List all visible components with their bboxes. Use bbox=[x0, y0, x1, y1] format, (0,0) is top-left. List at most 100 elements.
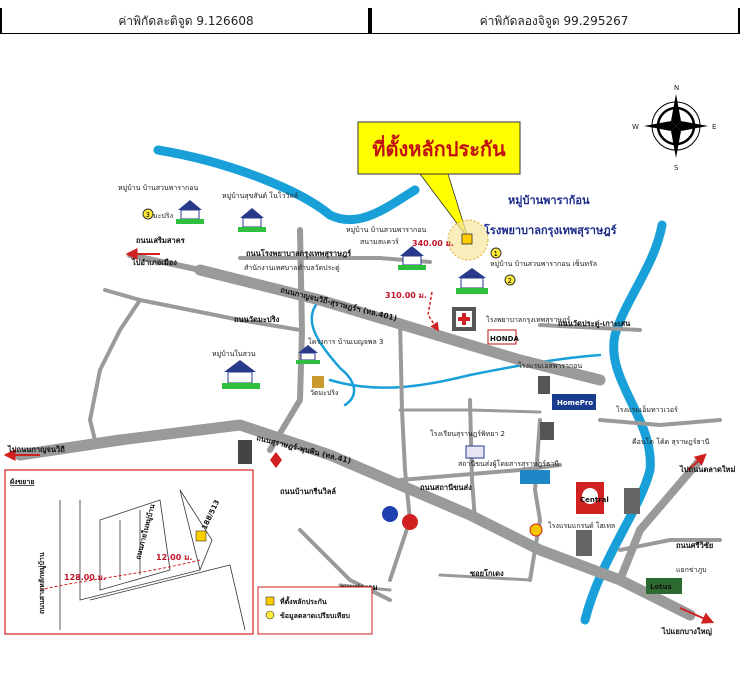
river-branch-2 bbox=[328, 353, 602, 389]
arrow-icon bbox=[687, 453, 707, 471]
building-icon bbox=[576, 530, 592, 556]
road-highway-41 bbox=[14, 419, 696, 621]
road-vertical-1 bbox=[267, 227, 305, 453]
svg-text:ถนนเสริมสาคร: ถนนเสริมสาคร bbox=[136, 236, 186, 245]
school-icon bbox=[465, 445, 485, 459]
honda-logo bbox=[487, 329, 517, 345]
inset-road-vertical: ถนนสายหลักหมู่บ้าน bbox=[37, 552, 47, 614]
building-icon bbox=[538, 376, 550, 394]
shell-logo bbox=[529, 523, 543, 537]
svg-text:ถนนศรีวิชัย: ถนนศรีวิชัย bbox=[676, 541, 713, 550]
svg-text:หมู่บ้าน บ้านสวนพารากอน: หมู่บ้าน บ้านสวนพารากอน bbox=[346, 226, 426, 234]
house-icon bbox=[456, 268, 488, 294]
direction-arrows bbox=[3, 248, 715, 624]
svg-text:ถนนกาญจนวิถี-สุราษฎร์ฯ (ทล.401: ถนนกาญจนวิถี-สุราษฎร์ฯ (ทล.401) bbox=[280, 285, 398, 323]
svg-text:ถนนวัดมะปริง: ถนนวัดมะปริง bbox=[234, 315, 280, 324]
svg-text:ถนนโรงพยาบาลกรุงเทพสุราษฎร์: ถนนโรงพยาบาลกรุงเทพสุราษฎร์ bbox=[246, 248, 352, 258]
gas-station-icon bbox=[382, 506, 418, 530]
road-hospital bbox=[238, 256, 432, 264]
inset-dim-2: 12.00 ม. bbox=[156, 553, 192, 562]
lotus-logo bbox=[646, 578, 682, 594]
svg-text:โรงแรมเอสพารากอน: โรงแรมเอสพารากอน bbox=[518, 361, 582, 370]
svg-text:ไปแยกบางใหญ่: ไปแยกบางใหญ่ bbox=[661, 626, 713, 636]
comparison-markers: 3 1 2 bbox=[142, 208, 516, 286]
house-markers bbox=[176, 200, 488, 389]
legend-collateral: ที่ตั้งหลักประกัน bbox=[280, 595, 327, 606]
svg-text:1: 1 bbox=[494, 250, 498, 258]
collateral-callout: ที่ตั้งหลักประกัน bbox=[357, 121, 521, 239]
svg-text:ถนนวัดประดู่-เกาะเสน: ถนนวัดประดู่-เกาะเสน bbox=[558, 319, 631, 329]
road-east-1 bbox=[538, 323, 642, 332]
road-lower bbox=[438, 573, 532, 582]
inset-title: ผังขยาย bbox=[10, 478, 34, 486]
svg-text:คือนโด โค้ด สุราษฎร์ธานี: คือนโด โค้ด สุราษฎร์ธานี bbox=[632, 437, 710, 446]
house-icon bbox=[238, 208, 266, 232]
house-icon bbox=[176, 200, 204, 224]
mitsubishi-logo bbox=[270, 452, 282, 468]
bus-station-icon bbox=[520, 470, 550, 484]
svg-text:HONDA: HONDA bbox=[490, 335, 519, 343]
building-icon bbox=[238, 440, 252, 464]
poi-icons: HomePro bbox=[238, 307, 682, 594]
road-serm-sakorn bbox=[127, 252, 203, 273]
svg-text:หมู่บ้านในสวน: หมู่บ้านในสวน bbox=[212, 349, 256, 358]
svg-text:HomePro: HomePro bbox=[557, 399, 593, 407]
collateral-marker bbox=[461, 233, 473, 245]
road-network bbox=[14, 227, 722, 621]
house-icon bbox=[222, 360, 260, 389]
homepro-logo: HomePro bbox=[552, 394, 596, 410]
svg-text:ซอยโกเดง: ซอยโกเดง bbox=[470, 568, 504, 578]
legend-comparison: ข้อมูลตลาดเปรียบเทียบ bbox=[280, 611, 350, 621]
svg-text:หมู่บ้าน บ้านสวนพารากอน: หมู่บ้าน บ้านสวนพารากอน bbox=[118, 184, 198, 192]
longitude-cell: ค่าพิกัดลองจิจูด 99.295267 bbox=[368, 8, 740, 34]
svg-text:หมู่บ้านสุขสันต์ โนโววิลล์: หมู่บ้านสุขสันต์ โนโววิลล์ bbox=[222, 191, 298, 200]
road-to-market bbox=[616, 456, 704, 584]
compass-s: S bbox=[674, 164, 679, 172]
svg-text:โรงแรมเอ็มทาวเวอร์: โรงแรมเอ็มทาวเวอร์ bbox=[616, 405, 678, 414]
callout-text: ที่ตั้งหลักประกัน bbox=[372, 134, 506, 161]
house-icon bbox=[398, 246, 426, 270]
svg-text:Lotus: Lotus bbox=[650, 583, 672, 591]
building-icon bbox=[540, 422, 554, 440]
hospital-title: โรงพยาบาลกรุงเทพสุราษฎร์ bbox=[483, 223, 617, 238]
building-icon bbox=[624, 488, 640, 514]
road-vertical-2 bbox=[388, 318, 412, 582]
distance-route-line bbox=[427, 291, 439, 332]
house-icon bbox=[296, 345, 320, 364]
svg-text:Central: Central bbox=[580, 496, 609, 504]
central-logo bbox=[576, 482, 604, 514]
svg-text:โรงแรมแกรนด์ โฮเทล: โรงแรมแกรนด์ โฮเทล bbox=[548, 521, 615, 530]
svg-text:ถนนบ้านกรีนวิลล์: ถนนบ้านกรีนวิลล์ bbox=[280, 487, 336, 496]
latitude-cell: ค่าพิกัดละติจูด 9.126608 bbox=[0, 8, 372, 34]
svg-text:2: 2 bbox=[508, 277, 512, 285]
river-lines bbox=[153, 145, 667, 625]
svg-text:สถานีขนส่งผู้โดยสารสุราษฎร์ธาน: สถานีขนส่งผู้โดยสารสุราษฎร์ธานี bbox=[458, 459, 559, 468]
compass-w: W bbox=[632, 123, 639, 131]
road-main-401 bbox=[194, 264, 606, 386]
svg-text:ไปอำเภอเมือง: ไปอำเภอเมือง bbox=[131, 257, 177, 267]
hospital-icon bbox=[452, 307, 476, 331]
river-north bbox=[153, 145, 420, 225]
road-wat-mapring bbox=[103, 288, 302, 332]
svg-text:แยกข่าภูบ: แยกข่าภูบ bbox=[676, 566, 707, 574]
river-east bbox=[580, 220, 667, 625]
road-connector bbox=[398, 408, 542, 414]
svg-text:สนามสแควร์: สนามสแควร์ bbox=[360, 238, 399, 246]
distance-label-2: 310.00 ม. bbox=[385, 291, 427, 300]
road-vertical-3 bbox=[468, 398, 477, 522]
svg-text:วัดมะปริง: วัดมะปริง bbox=[310, 389, 338, 397]
svg-text:สำนักงานเทศบาลตำบลวัดประดู่: สำนักงานเทศบาลตำบลวัดประดู่ bbox=[244, 264, 340, 272]
road-sw-branch bbox=[88, 298, 142, 442]
svg-text:ไปถนนตลาดใหม่: ไปถนนตลาดใหม่ bbox=[679, 464, 735, 474]
road-east-2 bbox=[598, 418, 722, 427]
inset-dim-1: 128.00 ม. bbox=[64, 573, 106, 582]
compass-n: N bbox=[674, 84, 679, 92]
svg-text:ไปถนนกาญจนวิถี: ไปถนนกาญจนวิถี bbox=[7, 444, 65, 454]
svg-text:3: 3 bbox=[146, 211, 150, 219]
distance-label-1: 340.00 ม. bbox=[412, 239, 454, 248]
village-title: หมู่บ้านพาราก้อน bbox=[508, 194, 590, 208]
legend: ที่ตั้งหลักประกัน ข้อมูลตลาดเปรียบเทียบ bbox=[257, 586, 373, 635]
temple-icon bbox=[312, 376, 324, 388]
svg-text:โรงพยาบาลกรุงเทพสุราษฎร์: โรงพยาบาลกรุงเทพสุราษฎร์ bbox=[486, 315, 571, 324]
